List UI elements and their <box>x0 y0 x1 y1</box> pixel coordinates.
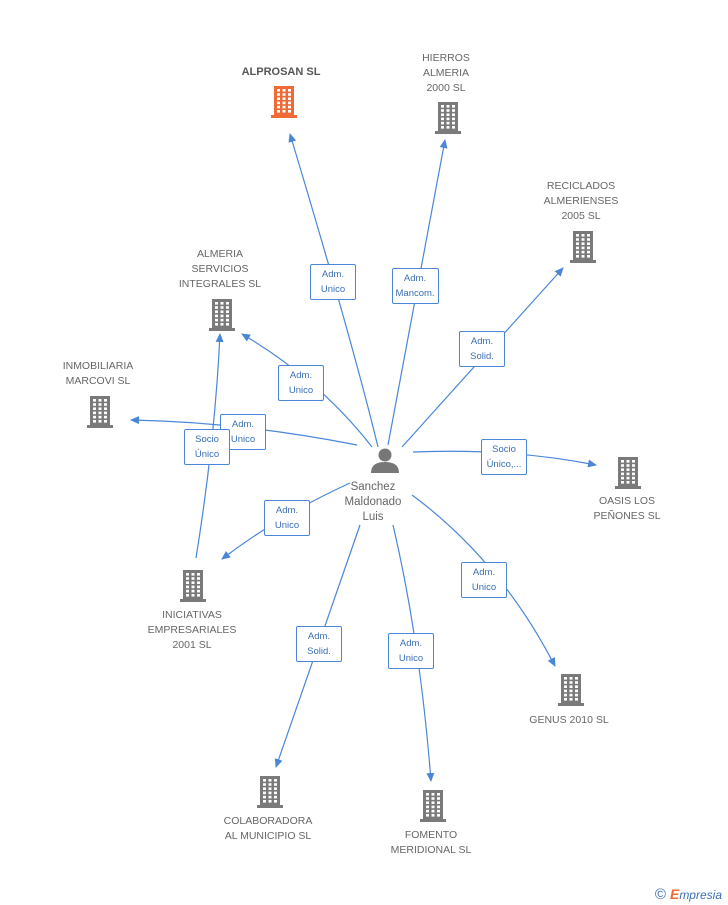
building-icon-alprosan[interactable] <box>271 86 297 118</box>
edge-label-genus[interactable]: Adm. Unico <box>461 562 507 598</box>
brand-initial: E <box>669 886 680 902</box>
building-icon-almeria[interactable] <box>209 299 235 331</box>
edge-label-almeria-from-iniciativas[interactable]: Socio Único <box>184 429 230 465</box>
edge-label-colaboradora[interactable]: Adm. Solid. <box>296 626 342 662</box>
building-icon-inmobiliaria[interactable] <box>87 396 113 428</box>
building-icon-hierros[interactable] <box>435 102 461 134</box>
edge-person-alprosan <box>288 133 379 448</box>
company-label-genus[interactable]: GENUS 2010 SL <box>529 714 609 726</box>
edge-label-alprosan[interactable]: Adm. Unico <box>310 264 356 300</box>
company-label-iniciativas[interactable]: INICIATIVAS EMPRESARIALES 2001 SL <box>147 609 237 651</box>
edge-label-almeria[interactable]: Adm. Unico <box>278 365 324 401</box>
company-label-fomento[interactable]: FOMENTO MERIDIONAL SL <box>390 829 472 856</box>
brand-name: mpresia <box>679 888 722 902</box>
copyright-symbol: © <box>654 886 666 903</box>
company-label-reciclados[interactable]: RECICLADOS ALMERIENSES 2005 SL <box>543 180 619 222</box>
company-label-colaboradora[interactable]: COLABORADORA AL MUNICIPIO SL <box>223 815 313 842</box>
building-icon-genus[interactable] <box>558 674 584 706</box>
building-icon-iniciativas[interactable] <box>180 570 206 602</box>
edge-label-fomento[interactable]: Adm. Unico <box>388 633 434 669</box>
edge-label-reciclados[interactable]: Adm. Solid. <box>459 331 505 367</box>
building-icon-reciclados[interactable] <box>570 231 596 263</box>
nodes-layer <box>87 86 641 822</box>
edge-label-oasis[interactable]: Socio Único,... <box>481 439 527 475</box>
edge-label-iniciativas[interactable]: Adm. Unico <box>264 500 310 536</box>
person-icon[interactable] <box>371 448 399 474</box>
company-label-oasis[interactable]: OASIS LOS PEÑONES SL <box>593 495 661 522</box>
building-icon-fomento[interactable] <box>420 790 446 822</box>
building-icon-colaboradora[interactable] <box>257 776 283 808</box>
company-label-almeria[interactable]: ALMERIA SERVICIOS INTEGRALES SL <box>178 248 262 290</box>
edge-label-hierros[interactable]: Adm. Mancom. <box>391 268 439 304</box>
company-label-hierros[interactable]: HIERROS ALMERIA 2000 SL <box>422 52 470 94</box>
building-icon-oasis[interactable] <box>615 457 641 489</box>
person-label[interactable]: Sanchez Maldonado Luis <box>344 481 402 523</box>
empresia-logo: ©Empresia <box>655 886 722 903</box>
company-label-alprosan[interactable]: ALPROSAN SL <box>241 66 321 78</box>
company-label-inmobiliaria[interactable]: INMOBILIARIA MARCOVI SL <box>62 360 134 387</box>
